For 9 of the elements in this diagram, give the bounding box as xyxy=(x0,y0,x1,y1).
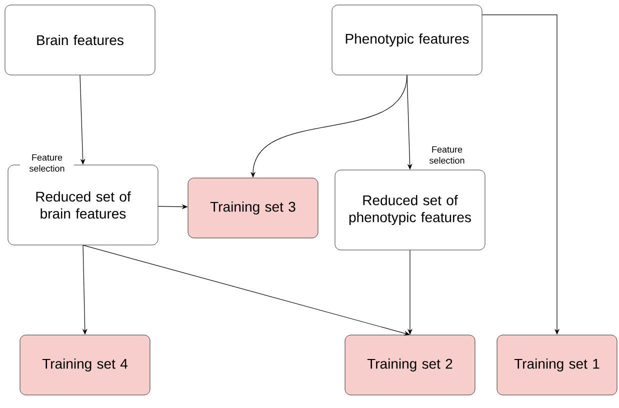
edge-label: Feature selection xyxy=(420,145,474,165)
process-box: Phenotypic features xyxy=(332,4,482,76)
training-set-box: Training set 4 xyxy=(20,334,150,396)
edge-label: Feature selection xyxy=(20,153,74,173)
training-set-box: Training set 1 xyxy=(496,334,618,396)
training-set-box: Training set 2 xyxy=(344,334,476,396)
process-box: Brain features xyxy=(4,4,156,76)
training-set-box: Training set 3 xyxy=(188,178,318,238)
process-box: Reduced set of phenotypic features xyxy=(334,170,486,250)
